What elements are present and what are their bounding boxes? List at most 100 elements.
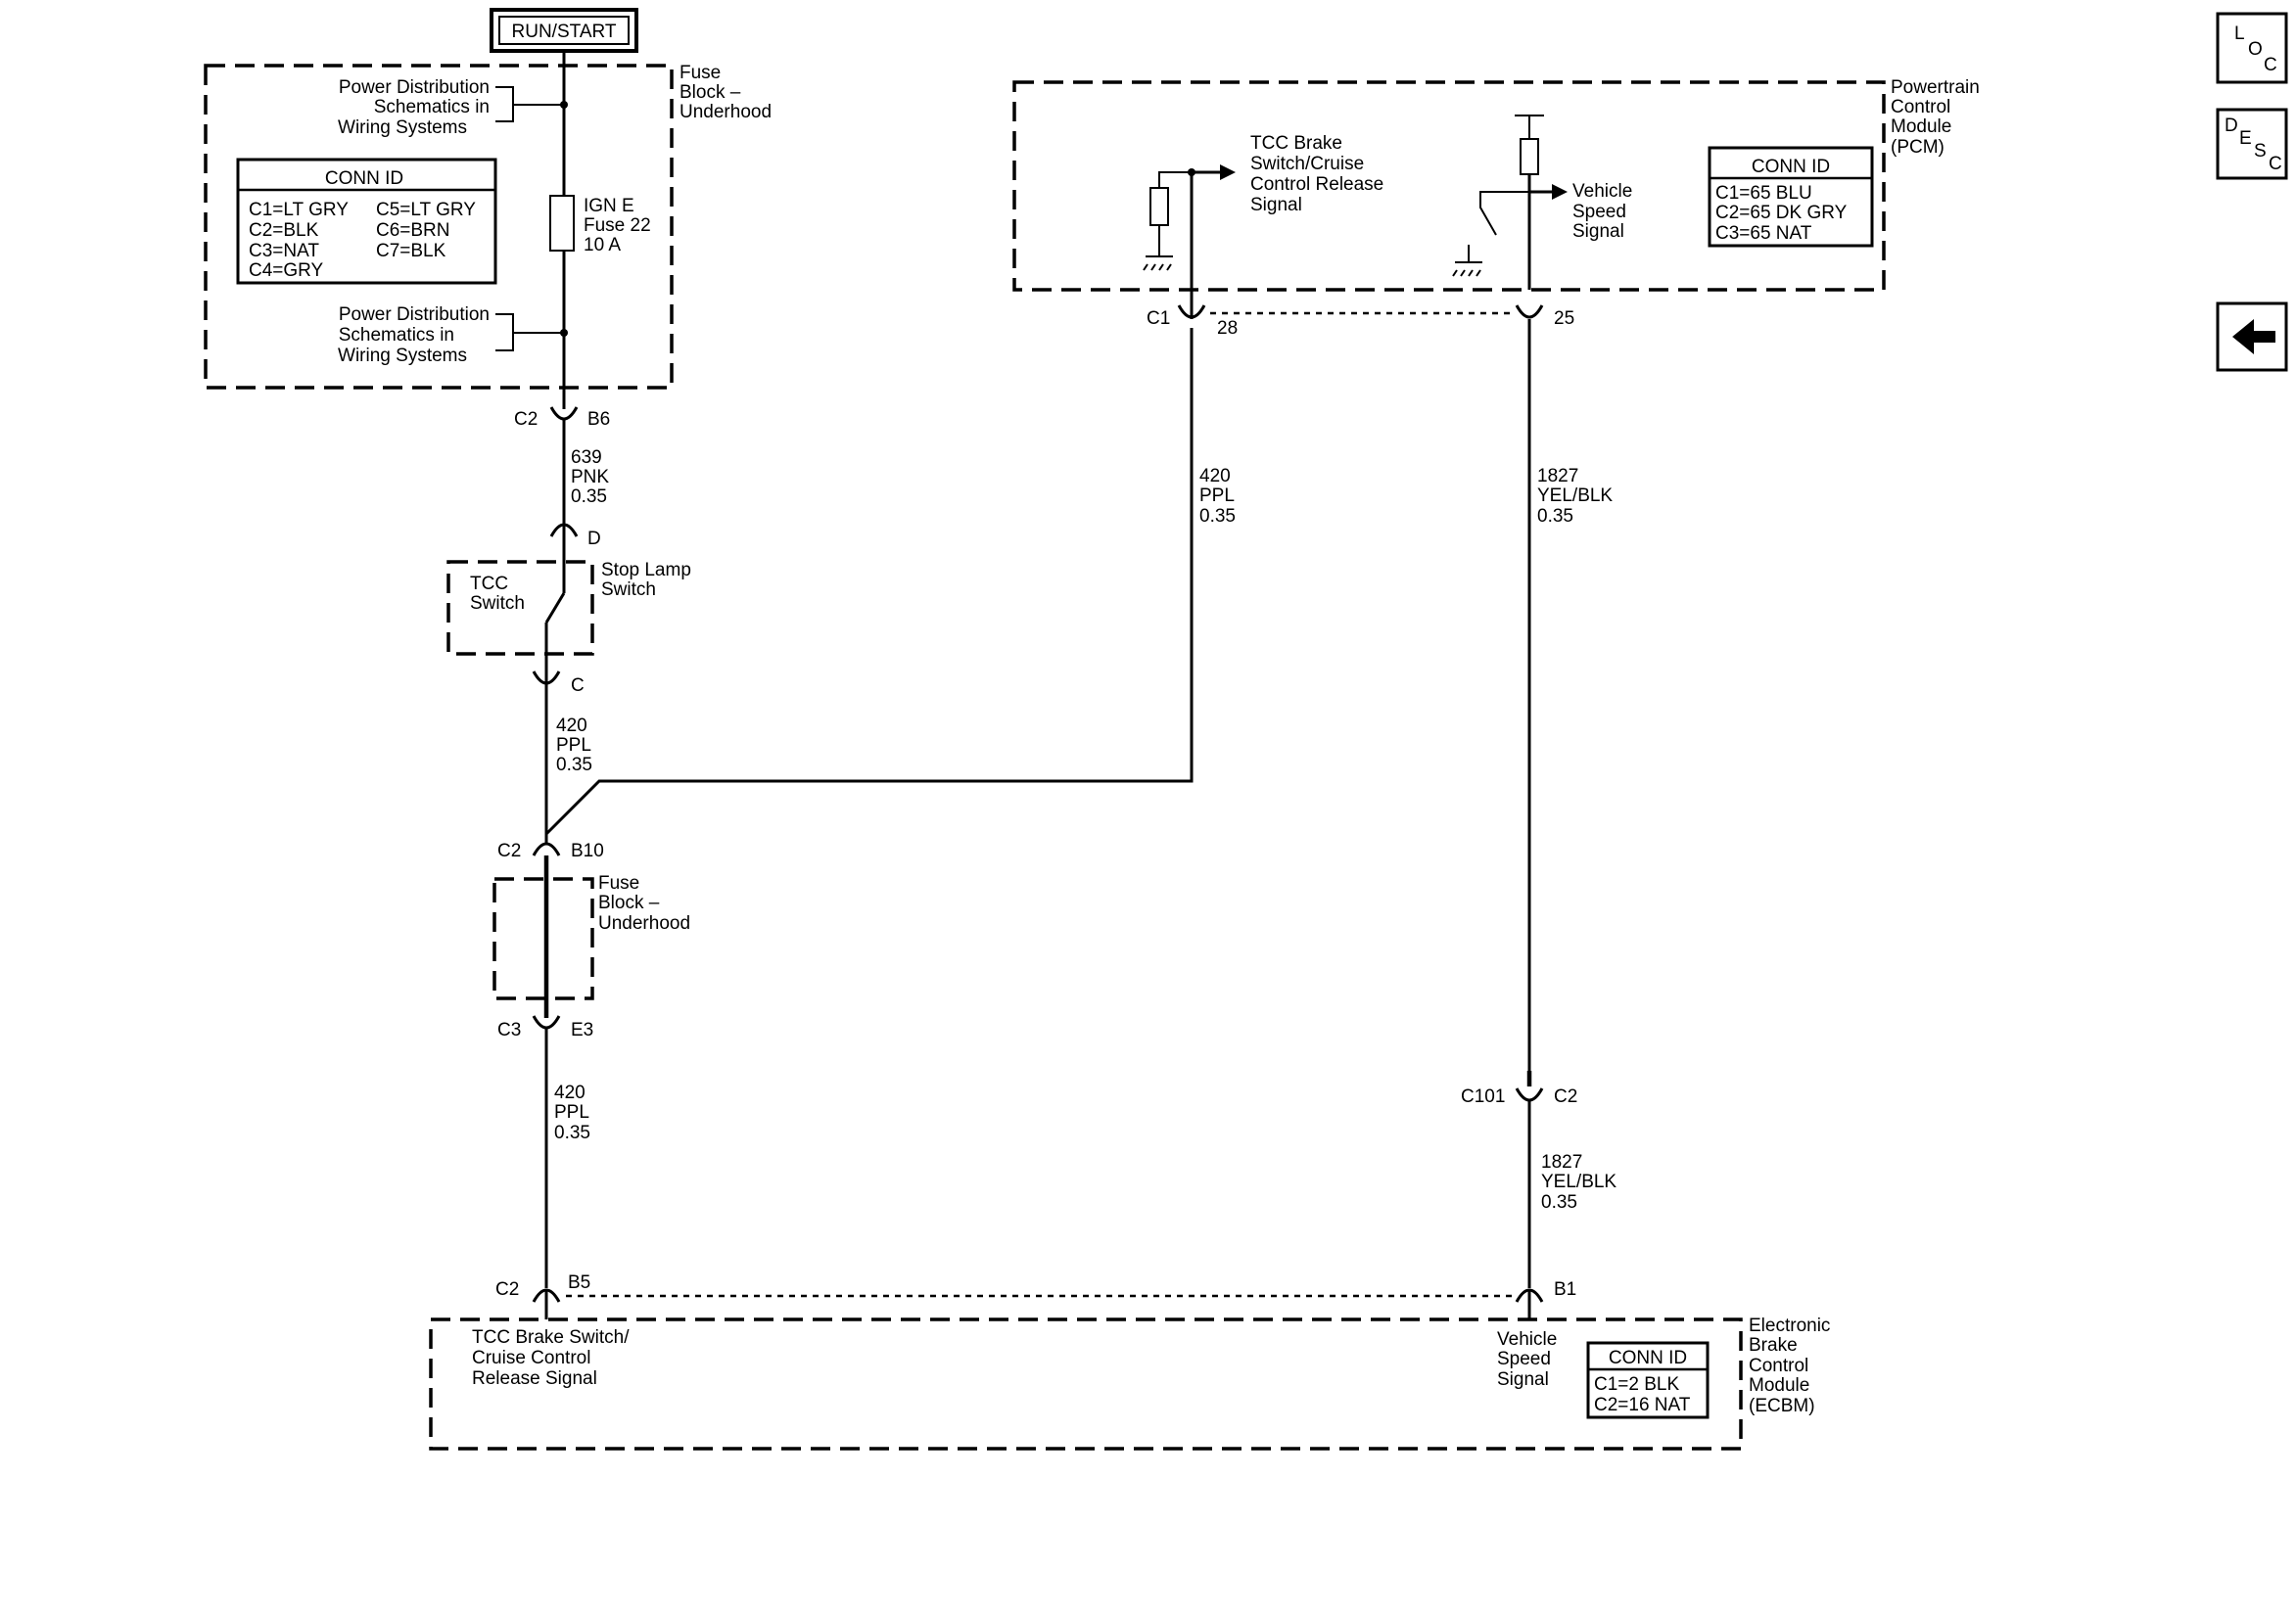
- svg-text:CONN ID: CONN ID: [1609, 1348, 1687, 1368]
- svg-text:C2: C2: [495, 1279, 519, 1300]
- loc-button[interactable]: L O C: [2216, 12, 2288, 84]
- svg-text:S: S: [2254, 141, 2267, 162]
- tcc-switch-inner-2: Switch: [470, 593, 525, 614]
- svg-text:C1: C1: [1147, 308, 1170, 329]
- svg-text:C2=65 DK GRY: C2=65 DK GRY: [1715, 203, 1848, 223]
- pcm-tcc-signal-2: Switch/Cruise: [1250, 154, 1364, 174]
- pcm-tcc-signal-3: Control Release: [1250, 174, 1383, 195]
- svg-text:420: 420: [554, 1083, 586, 1103]
- svg-text:0.35: 0.35: [1199, 506, 1236, 527]
- stop-lamp-switch: TCC Switch Stop Lamp Switch: [446, 558, 691, 666]
- svg-text:C3=65 NAT: C3=65 NAT: [1715, 223, 1812, 244]
- wire-1827-b-label: 1827 YEL/BLK 0.35: [1541, 1152, 1617, 1213]
- fuse-block-bottom-name-2: Block –: [598, 893, 660, 913]
- ecbm-vss-signal-2: Speed: [1497, 1349, 1551, 1369]
- ecbm-vss-signal-1: Vehicle: [1497, 1329, 1557, 1350]
- pcm-vss-signal-1: Vehicle: [1572, 181, 1632, 202]
- connector-c3-e3: C3 E3: [497, 1015, 593, 1040]
- pds-bottom-line-1: Power Distribution: [339, 304, 490, 325]
- svg-text:639: 639: [571, 447, 602, 468]
- svg-text:D: D: [2225, 116, 2238, 136]
- pcm-tcc-signal-1: TCC Brake: [1250, 133, 1342, 154]
- pds-top-line-3: Wiring Systems: [338, 117, 467, 138]
- svg-text:C: C: [2269, 154, 2282, 174]
- pds-bottom-line-2: Schematics in: [339, 325, 454, 346]
- ecbm-connector-c2-b5: C2 B5: [495, 1272, 590, 1319]
- ecbm-name-5: (ECBM): [1749, 1396, 1815, 1416]
- fuse-block-conn-id-table: CONN ID C1=LT GRY C2=BLK C3=NAT C4=GRY C…: [236, 158, 497, 285]
- run-start-power-source: RUN/START: [490, 8, 638, 53]
- ecbm-vss-signal-3: Signal: [1497, 1369, 1549, 1390]
- fuse-conn-id-c7: C7=BLK: [376, 241, 446, 261]
- svg-text:PNK: PNK: [571, 467, 609, 487]
- ecbm-name-1: Electronic: [1749, 1316, 1830, 1336]
- svg-text:E3: E3: [571, 1020, 593, 1040]
- svg-text:0.35: 0.35: [554, 1123, 590, 1143]
- svg-text:C2=16 NAT: C2=16 NAT: [1594, 1395, 1691, 1415]
- svg-text:B5: B5: [568, 1272, 590, 1293]
- connector-c2-b6: C2 B6: [514, 406, 610, 431]
- svg-text:C2: C2: [1554, 1086, 1577, 1107]
- svg-text:0.35: 0.35: [571, 486, 607, 507]
- svg-text:C: C: [571, 675, 585, 696]
- desc-button[interactable]: D E S C: [2216, 108, 2288, 180]
- back-button[interactable]: [2216, 301, 2288, 372]
- svg-text:1827: 1827: [1541, 1152, 1582, 1173]
- fuse-block-underhood-top: Fuse Block – Underhood Power Distributio…: [204, 63, 772, 390]
- conn-c2-b6-pin: B6: [587, 409, 610, 430]
- pds-top-line-2: Schematics in: [374, 97, 490, 117]
- pcm-conn-id-table: CONN ID C1=65 BLU C2=65 DK GRY C3=65 NAT: [1708, 146, 1874, 248]
- svg-text:B10: B10: [571, 841, 604, 861]
- fuse-label-1: IGN E: [584, 196, 634, 216]
- svg-text:PPL: PPL: [1199, 485, 1235, 506]
- svg-text:C101: C101: [1461, 1086, 1505, 1107]
- svg-text:PPL: PPL: [554, 1102, 589, 1123]
- left-arrow-icon: [2232, 319, 2275, 354]
- fuse-conn-id-c4: C4=GRY: [249, 260, 324, 281]
- fuse-block-top-name-1: Fuse: [679, 63, 721, 83]
- wire-420-a-label: 420 PPL 0.35: [556, 716, 592, 775]
- ecbm-tcc-signal-2: Cruise Control: [472, 1348, 590, 1368]
- svg-text:28: 28: [1217, 318, 1238, 339]
- wire-420-b-label: 420 PPL 0.35: [554, 1083, 590, 1143]
- fuse-conn-id-c6: C6=BRN: [376, 220, 450, 241]
- fuse-block-bottom-name-3: Underhood: [598, 913, 690, 934]
- stop-lamp-name-1: Stop Lamp: [601, 560, 691, 580]
- stop-lamp-name-2: Switch: [601, 579, 656, 600]
- connector-d: D: [549, 523, 601, 558]
- svg-text:C2: C2: [497, 841, 521, 861]
- pcm-vss-signal-2: Speed: [1572, 202, 1626, 222]
- inline-connector-c101: C101 C2: [1461, 1071, 1577, 1112]
- pcm-name-2: Control: [1891, 97, 1950, 117]
- svg-text:D: D: [587, 529, 601, 549]
- fuse-label-3: 10 A: [584, 235, 621, 255]
- fuse-block-top-name-3: Underhood: [679, 102, 772, 122]
- ecbm-tcc-signal-1: TCC Brake Switch/: [472, 1327, 630, 1348]
- fuse-block-top-name-2: Block –: [679, 82, 741, 103]
- fuse-block-bottom-name-1: Fuse: [598, 873, 639, 894]
- pcm-connector-c1-28: C1 28: [1147, 290, 1238, 339]
- electronic-brake-control-module: Electronic Brake Control Module (ECBM) T…: [429, 1316, 1830, 1451]
- pcm-pulldown-resistor: [1149, 187, 1169, 226]
- svg-text:YEL/BLK: YEL/BLK: [1541, 1172, 1617, 1192]
- ecbm-name-3: Control: [1749, 1356, 1808, 1376]
- svg-text:0.35: 0.35: [556, 755, 592, 775]
- svg-text:420: 420: [1199, 466, 1231, 486]
- ecbm-name-2: Brake: [1749, 1335, 1798, 1356]
- wire-420-pcm-label: 420 PPL 0.35: [1199, 466, 1236, 527]
- svg-text:CONN ID: CONN ID: [1752, 157, 1830, 177]
- svg-text:C3: C3: [497, 1020, 521, 1040]
- pcm-vss-signal-3: Signal: [1572, 221, 1624, 242]
- pcm-connector-25: 25: [1515, 304, 1574, 329]
- ecbm-tcc-signal-3: Release Signal: [472, 1368, 597, 1389]
- svg-text:1827: 1827: [1537, 466, 1578, 486]
- fuse-label-2: Fuse 22: [584, 215, 651, 236]
- fuse-conn-id-c3: C3=NAT: [249, 241, 319, 261]
- wire-639-label: 639 PNK 0.35: [571, 447, 609, 507]
- powertrain-control-module: Powertrain Control Module (PCM) TCC Brak…: [1012, 77, 1980, 292]
- fuse-conn-id-title: CONN ID: [325, 168, 403, 189]
- svg-text:C1=2 BLK: C1=2 BLK: [1594, 1374, 1679, 1395]
- fuse-block-underhood-bottom: Fuse Block – Underhood: [492, 855, 690, 1018]
- pcm-name-3: Module: [1891, 116, 1951, 137]
